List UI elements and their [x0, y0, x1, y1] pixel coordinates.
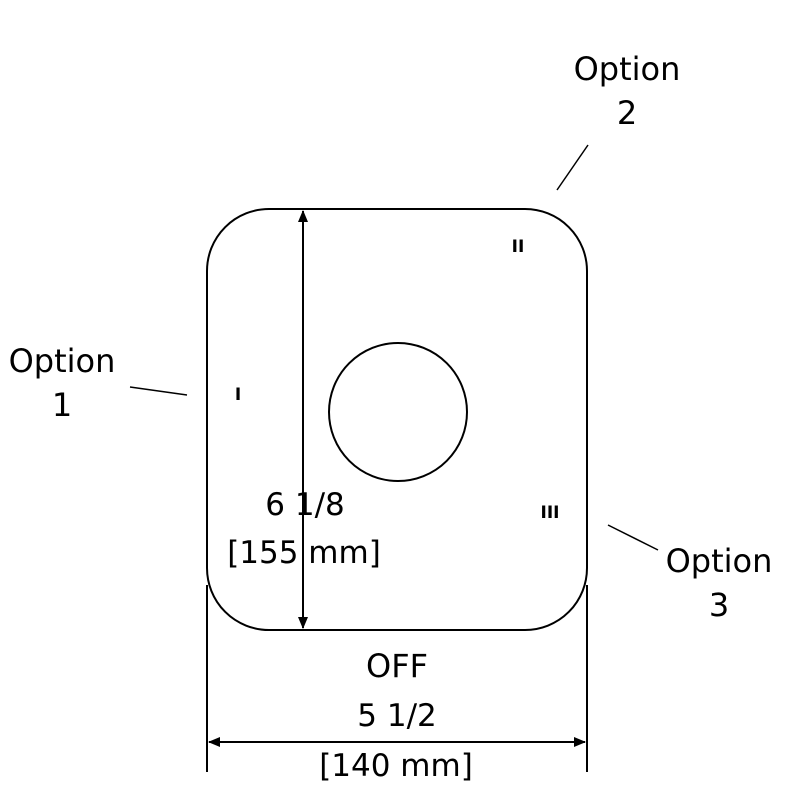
width-metric: [140 mm]	[319, 748, 473, 784]
height-imperial: 6 1/8	[265, 487, 344, 523]
option2-label: Option	[574, 50, 681, 88]
position-mark-1: I	[235, 385, 241, 405]
option2-leader	[556, 144, 589, 191]
option3-number: 3	[709, 586, 729, 624]
center-hole	[328, 342, 468, 482]
width-imperial: 5 1/2	[357, 698, 436, 734]
plate-outline	[206, 208, 588, 631]
option2-number: 2	[617, 94, 637, 132]
option1-leader	[129, 386, 188, 396]
option1-label: Option	[9, 342, 116, 380]
height-metric: [155 mm]	[227, 535, 381, 571]
option3-label: Option	[666, 542, 773, 580]
option1-number: 1	[52, 386, 72, 424]
off-label: OFF	[366, 647, 428, 685]
position-mark-3: III	[541, 503, 560, 523]
option3-leader	[607, 524, 659, 551]
position-mark-2: II	[512, 237, 525, 257]
